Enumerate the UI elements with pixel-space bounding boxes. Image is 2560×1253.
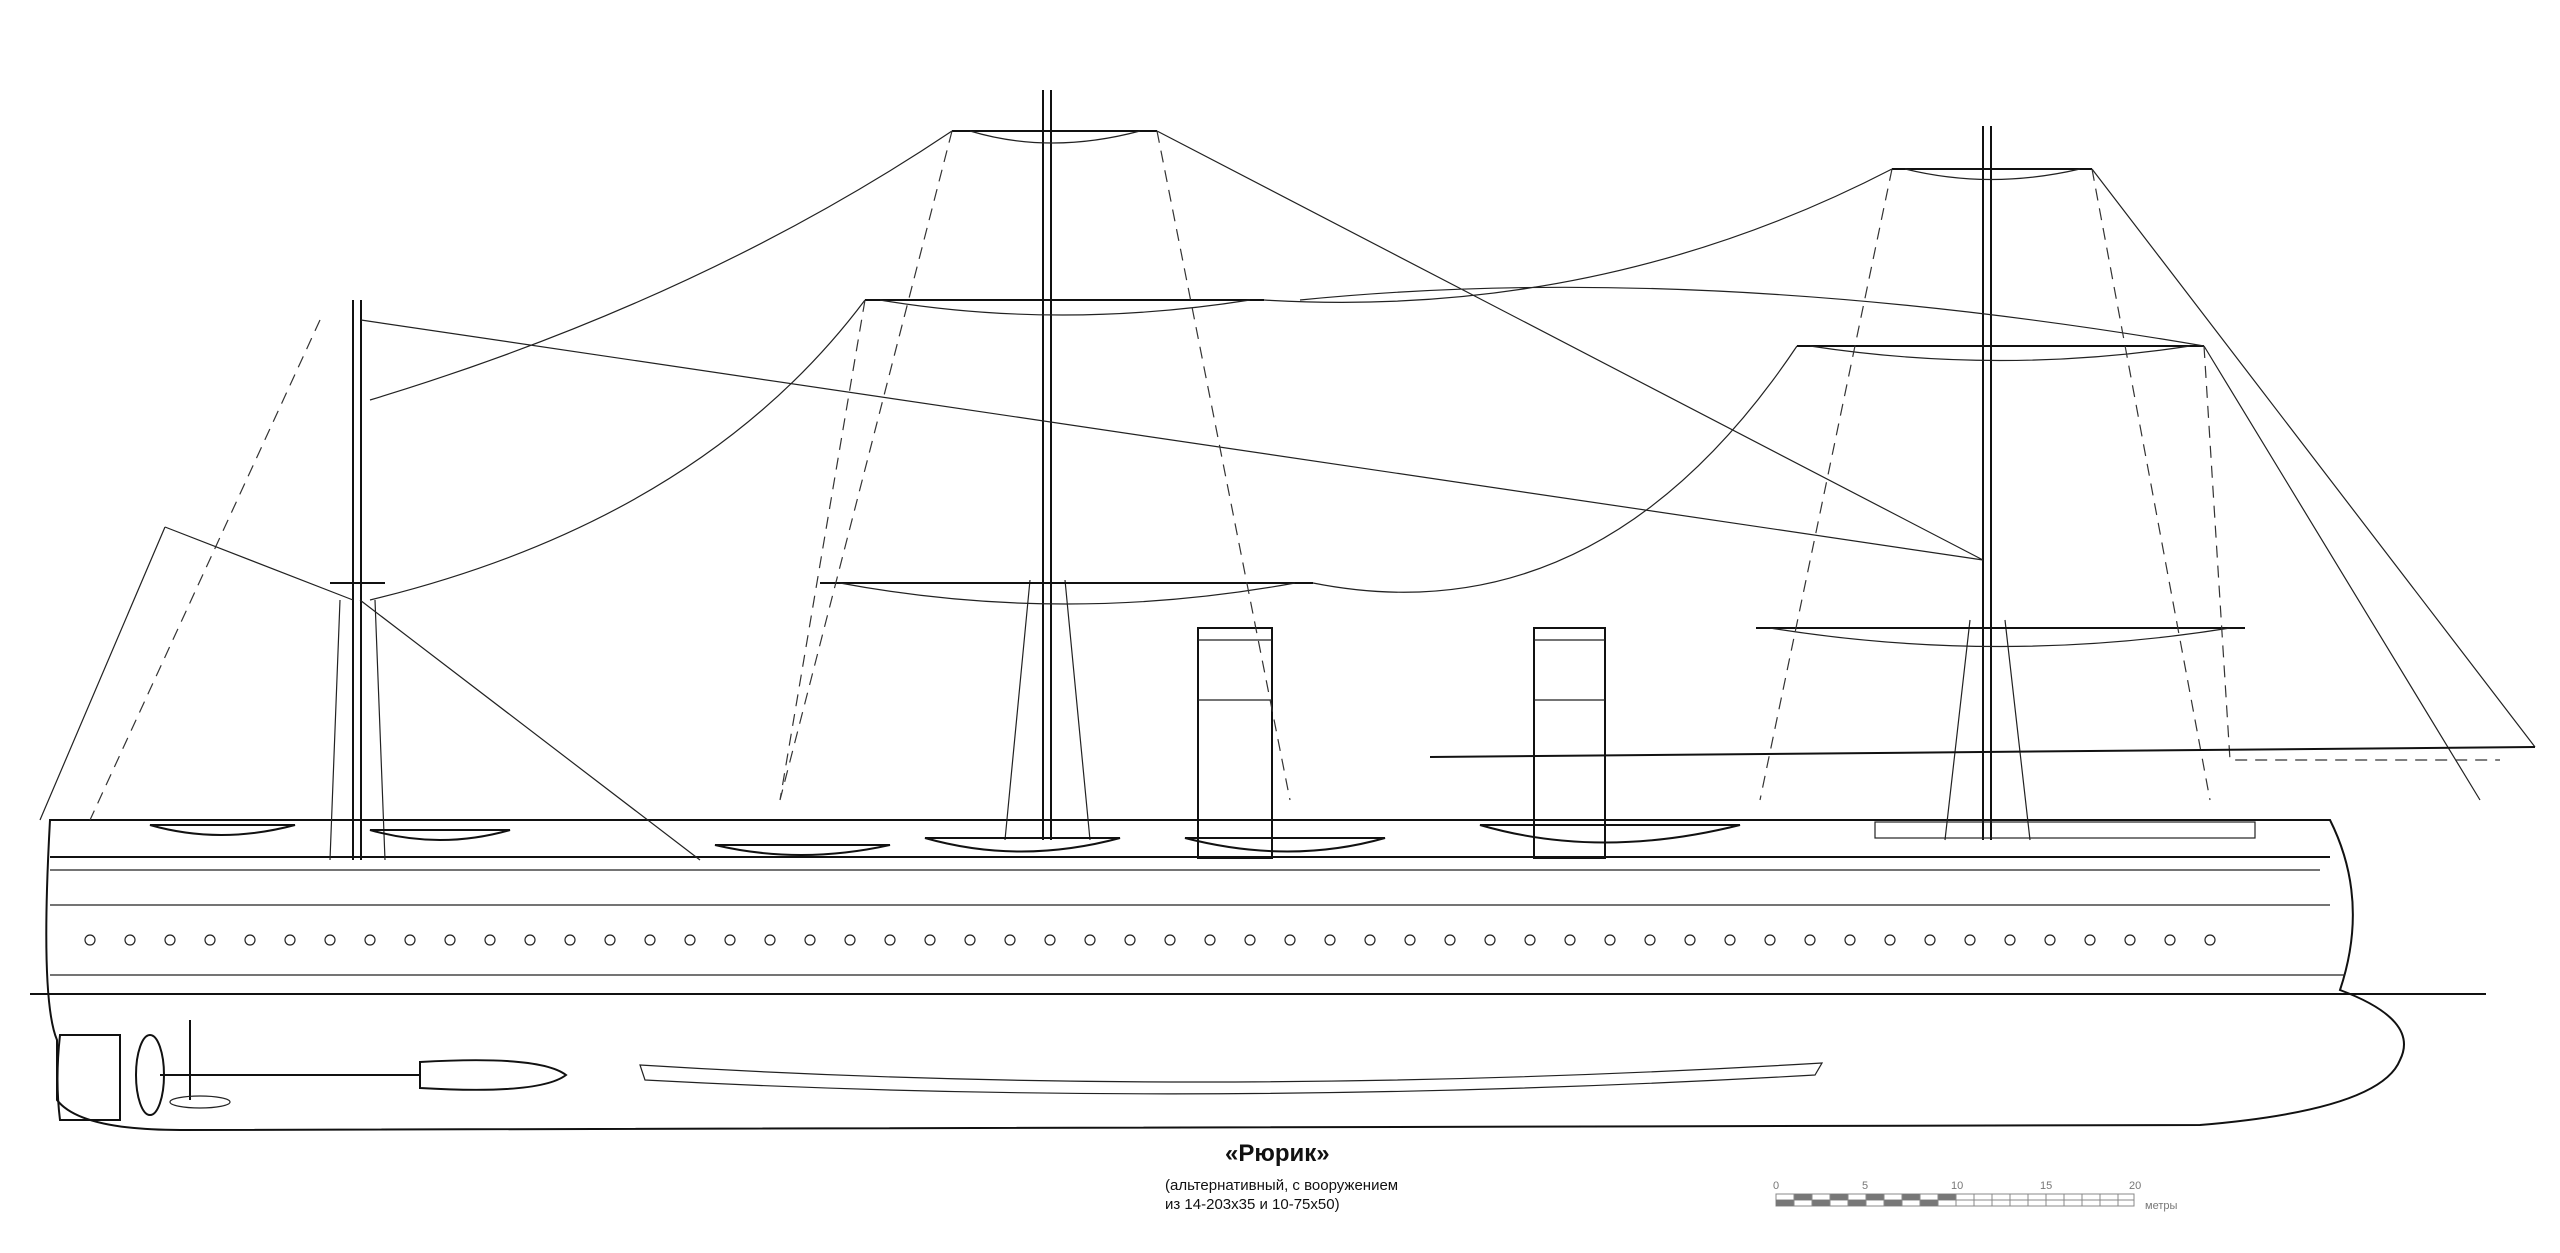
porthole (604, 934, 616, 946)
scale-cell (1776, 1200, 1794, 1206)
scale-cell (1812, 1200, 1830, 1206)
scale-bar-graphic (1775, 1193, 2135, 1207)
porthole (164, 934, 176, 946)
porthole (804, 934, 816, 946)
scale-cell (1920, 1200, 1938, 1206)
porthole (1004, 934, 1016, 946)
scale-cell (1938, 1194, 1956, 1200)
porthole (1924, 934, 1936, 946)
porthole (964, 934, 976, 946)
porthole (1404, 934, 1416, 946)
scale-tick-10: 10 (1951, 1180, 1964, 1192)
scale-cell (1794, 1194, 1812, 1200)
porthole (724, 934, 736, 946)
porthole (1804, 934, 1816, 946)
funnels (1197, 627, 1606, 859)
portholes (84, 934, 2216, 946)
scale-unit: метры (2145, 1200, 2178, 1212)
porthole (1204, 934, 1216, 946)
porthole (1644, 934, 1656, 946)
porthole (1364, 934, 1376, 946)
porthole (2084, 934, 2096, 946)
bilge-keel (639, 1062, 1824, 1095)
porthole (1284, 934, 1296, 946)
porthole (1244, 934, 1256, 946)
porthole (844, 934, 856, 946)
bowsprit (1429, 746, 2536, 758)
porthole (524, 934, 536, 946)
porthole (244, 934, 256, 946)
scale-tick-20: 20 (2129, 1180, 2142, 1192)
porthole (764, 934, 776, 946)
porthole (404, 934, 416, 946)
scale-cell (1866, 1194, 1884, 1200)
porthole (884, 934, 896, 946)
porthole (1444, 934, 1456, 946)
rigging (39, 130, 2536, 861)
porthole (924, 934, 936, 946)
porthole (644, 934, 656, 946)
porthole (1044, 934, 1056, 946)
porthole (2124, 934, 2136, 946)
porthole (1084, 934, 1096, 946)
porthole (1124, 934, 1136, 946)
porthole (1964, 934, 1976, 946)
porthole (364, 934, 376, 946)
scale-cell (1848, 1200, 1866, 1206)
scale-tick-0: 0 (1773, 1180, 1780, 1192)
porthole (1324, 934, 1336, 946)
porthole (1604, 934, 1616, 946)
scale-cell (1902, 1194, 1920, 1200)
porthole (1844, 934, 1856, 946)
porthole (284, 934, 296, 946)
porthole (1884, 934, 1896, 946)
porthole (84, 934, 96, 946)
scale-cell (1884, 1200, 1902, 1206)
scale-tick-15: 15 (2040, 1180, 2053, 1192)
porthole (1564, 934, 1576, 946)
porthole (324, 934, 336, 946)
porthole (1524, 934, 1536, 946)
porthole (564, 934, 576, 946)
caption-subtitle-line1: (альтернативный, с вооружением (1165, 1177, 1399, 1194)
porthole (124, 934, 136, 946)
porthole (684, 934, 696, 946)
masts (329, 90, 2031, 861)
hull (30, 819, 2486, 1132)
porthole (2044, 934, 2056, 946)
porthole (2004, 934, 2016, 946)
porthole (1764, 934, 1776, 946)
porthole (1484, 934, 1496, 946)
propeller-and-rudder (56, 1020, 568, 1121)
scale-tick-5: 5 (1862, 1180, 1869, 1192)
yards (330, 130, 2245, 648)
porthole (2164, 934, 2176, 946)
porthole (1724, 934, 1736, 946)
porthole (444, 934, 456, 946)
porthole (484, 934, 496, 946)
porthole (2204, 934, 2216, 946)
scale-cell (1830, 1194, 1848, 1200)
porthole (204, 934, 216, 946)
caption-subtitle-line2: из 14-203x35 и 10-75x50) (1165, 1196, 1340, 1213)
porthole (1164, 934, 1176, 946)
ship-name-title: «Рюрик» (1225, 1140, 1330, 1167)
porthole (1684, 934, 1696, 946)
boats (149, 821, 2256, 856)
drawing-caption: «Рюрик» (альтернативный, с вооружением и… (1165, 1140, 1398, 1214)
